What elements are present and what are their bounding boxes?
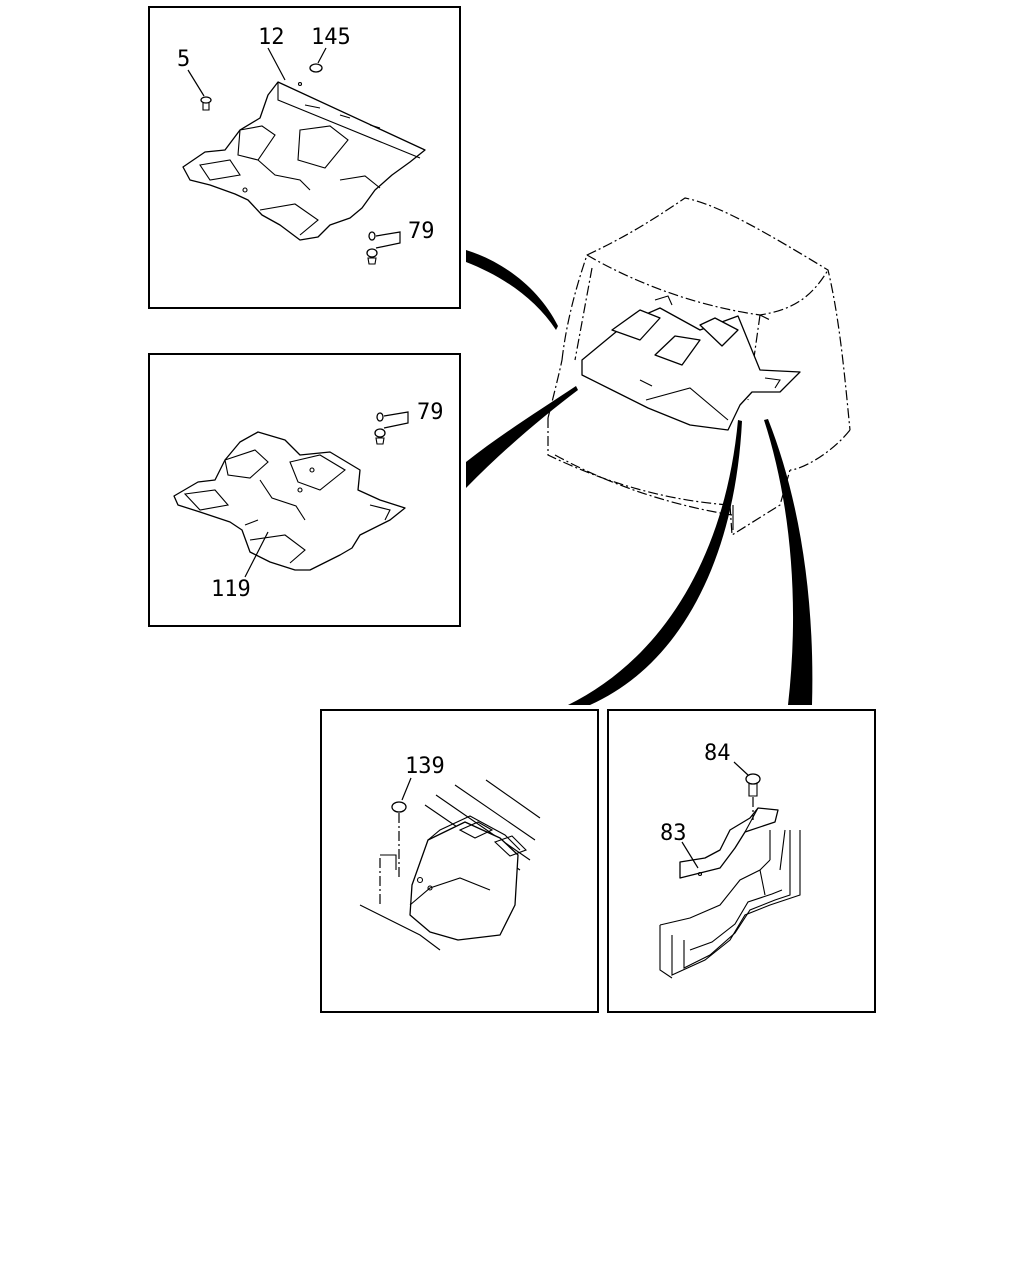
leader-83 <box>681 841 699 869</box>
label-79-lower: 79 <box>417 400 444 425</box>
label-83: 83 <box>660 821 687 846</box>
screw-part-5 <box>187 69 212 111</box>
screw-part-84 <box>733 761 761 820</box>
cab-outline <box>547 197 851 537</box>
tunnel-section-drawing <box>359 779 541 951</box>
leader-12 <box>267 47 286 81</box>
floor-panel-lower-drawing <box>173 431 406 571</box>
label-84: 84 <box>704 741 731 766</box>
label-5: 5 <box>177 47 190 72</box>
floor-panel-upper-drawing <box>182 81 426 241</box>
plug-part-145 <box>309 47 327 73</box>
plug-part-139 <box>391 777 412 880</box>
callout-band-top <box>466 250 558 330</box>
label-139: 139 <box>405 754 445 779</box>
callout-band-lower-left <box>568 420 742 705</box>
cab-floor-panel <box>581 295 801 431</box>
label-12: 12 <box>258 25 285 50</box>
callout-band-middle <box>466 386 578 488</box>
label-145: 145 <box>311 25 351 50</box>
clip-part-79-upper <box>366 231 401 265</box>
label-79-upper: 79 <box>408 219 435 244</box>
bracket-section-drawing <box>659 807 801 979</box>
leader-119 <box>244 531 269 578</box>
callout-band-lower-right <box>764 419 813 705</box>
clip-part-79-lower <box>374 411 409 445</box>
label-119: 119 <box>211 577 251 602</box>
detail-panel-bracket <box>607 709 876 1013</box>
